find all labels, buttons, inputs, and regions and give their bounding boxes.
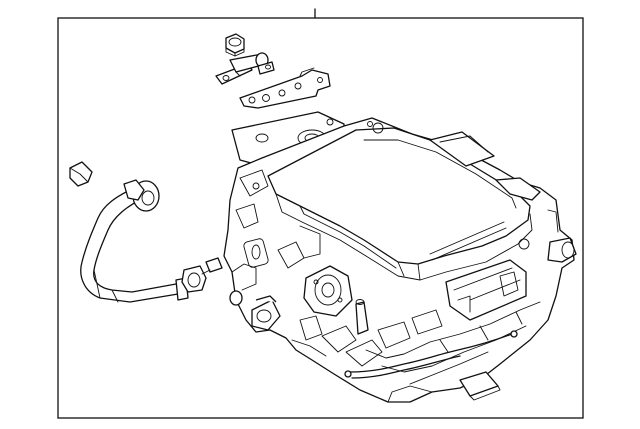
bracket-icon[interactable] bbox=[215, 52, 275, 85]
cap-icon[interactable] bbox=[69, 161, 93, 187]
hose-icon[interactable] bbox=[80, 179, 189, 303]
diagram-frame bbox=[57, 17, 584, 419]
hex-nut-icon[interactable] bbox=[225, 33, 245, 57]
gasket-icon[interactable] bbox=[239, 67, 331, 109]
inverter-assembly-icon[interactable] bbox=[223, 111, 577, 403]
clamp-icon[interactable] bbox=[181, 257, 223, 293]
